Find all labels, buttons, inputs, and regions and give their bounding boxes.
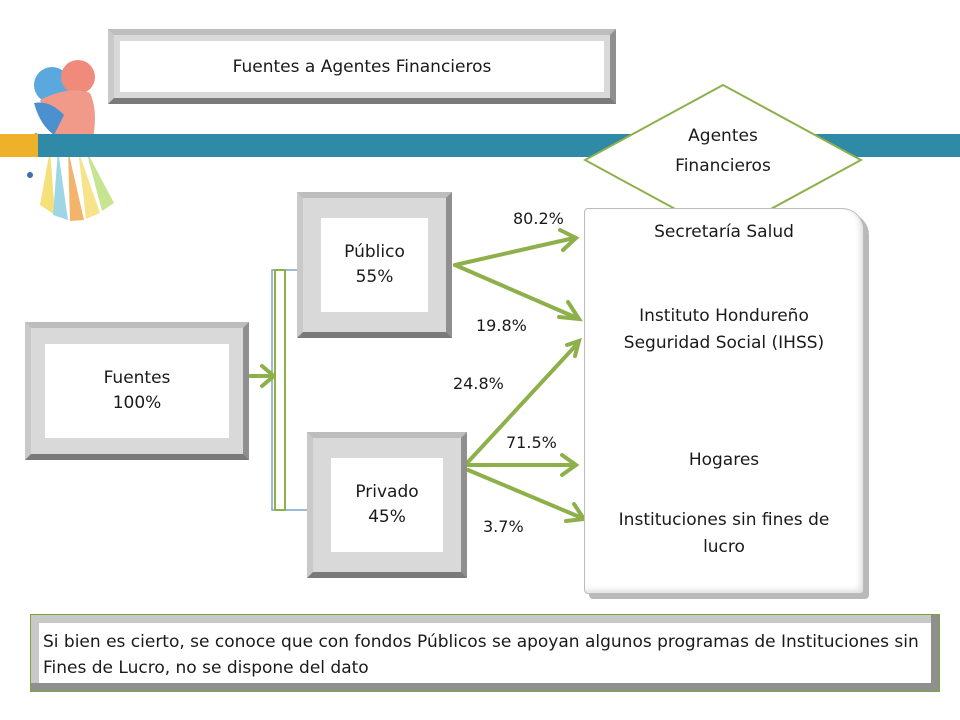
note-box: Si bien es cierto, se conoce que con fon…	[30, 614, 940, 692]
family-illustration	[20, 55, 130, 230]
public-value: 55%	[355, 267, 394, 287]
agents-header-line2: Financieros	[675, 156, 771, 176]
flow-label-pub-secretaria: 80.2%	[513, 209, 564, 228]
umbrella-skirt	[40, 150, 114, 221]
public-label: Público	[344, 242, 405, 262]
page-title: Fuentes a Agentes Financieros	[120, 41, 604, 92]
sources-label: Fuentes	[103, 368, 171, 388]
agent-secretaria: Secretaría Salud	[654, 222, 794, 242]
flow-label-priv-ihss: 24.8%	[453, 374, 504, 393]
title-box: Fuentes a Agentes Financieros	[108, 29, 616, 104]
note-text: Si bien es cierto, se conoce que con fon…	[43, 632, 919, 678]
flow-label-pub-ihss: 19.8%	[476, 316, 527, 335]
private-box: Privado 45%	[307, 432, 467, 578]
mother-head	[61, 60, 95, 94]
flow-label-priv-hogares: 71.5%	[506, 433, 557, 452]
agent-hogares: Hogares	[688, 450, 760, 470]
arrow-priv-ihss	[466, 341, 580, 464]
private-label: Privado	[355, 482, 419, 502]
agents-header-diamond: Agentes Financieros	[582, 83, 864, 237]
agent-ihss-line1: Instituto Hondureño	[639, 306, 809, 326]
flow-label-priv-isfl: 3.7%	[483, 517, 524, 536]
agent-ihss-line2: Seguridad Social (IHSS)	[623, 333, 825, 353]
sources-value: 100%	[112, 393, 162, 413]
arrow-pub-ihss	[453, 263, 579, 320]
arrow-priv-isfl	[466, 468, 584, 520]
sources-box: Fuentes 100%	[25, 322, 249, 460]
private-value: 45%	[368, 507, 406, 527]
agent-isfl-line2: lucro	[703, 537, 745, 557]
agent-isfl-line1: Instituciones sin fines de	[618, 510, 830, 530]
agents-header-line1: Agentes	[688, 126, 758, 146]
public-box: Público 55%	[297, 192, 452, 338]
arrow-pub-secretaria	[453, 236, 576, 267]
agents-panel: Secretaría Salud Instituto Hondureño Seg…	[584, 208, 864, 594]
